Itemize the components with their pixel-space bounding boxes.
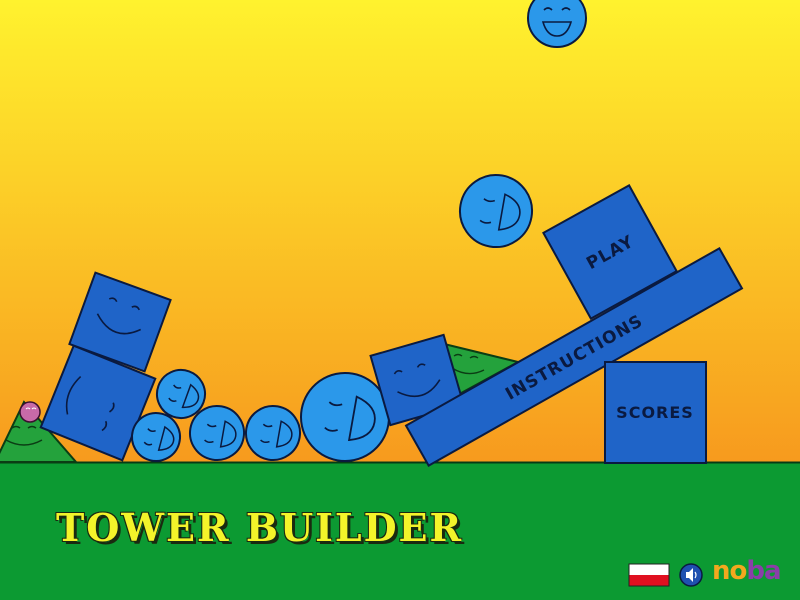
blue-ball-character [131, 412, 181, 462]
blue-ball-character [459, 174, 533, 248]
flag-poland-icon[interactable] [628, 563, 670, 587]
play-button[interactable]: PLAY [542, 184, 678, 320]
blue-ball-character-large [300, 372, 390, 462]
brand-logo-part1: no [712, 556, 747, 586]
blue-ball-character [527, 0, 587, 48]
brand-logo-part2: ba [746, 556, 781, 586]
blue-block-character [369, 333, 465, 427]
brand-logo[interactable]: noba [712, 556, 782, 586]
speaker-icon[interactable] [679, 563, 703, 587]
blue-ball-character [189, 405, 245, 461]
blue-ball-character [156, 369, 206, 419]
blue-ball-character [245, 405, 301, 461]
blue-block-upper-left [68, 271, 172, 373]
game-title: TOWER BUILDER [56, 505, 464, 550]
scores-label: SCORES [616, 403, 694, 422]
scores-button[interactable]: SCORES [604, 361, 707, 464]
pink-ball-character [19, 401, 41, 423]
